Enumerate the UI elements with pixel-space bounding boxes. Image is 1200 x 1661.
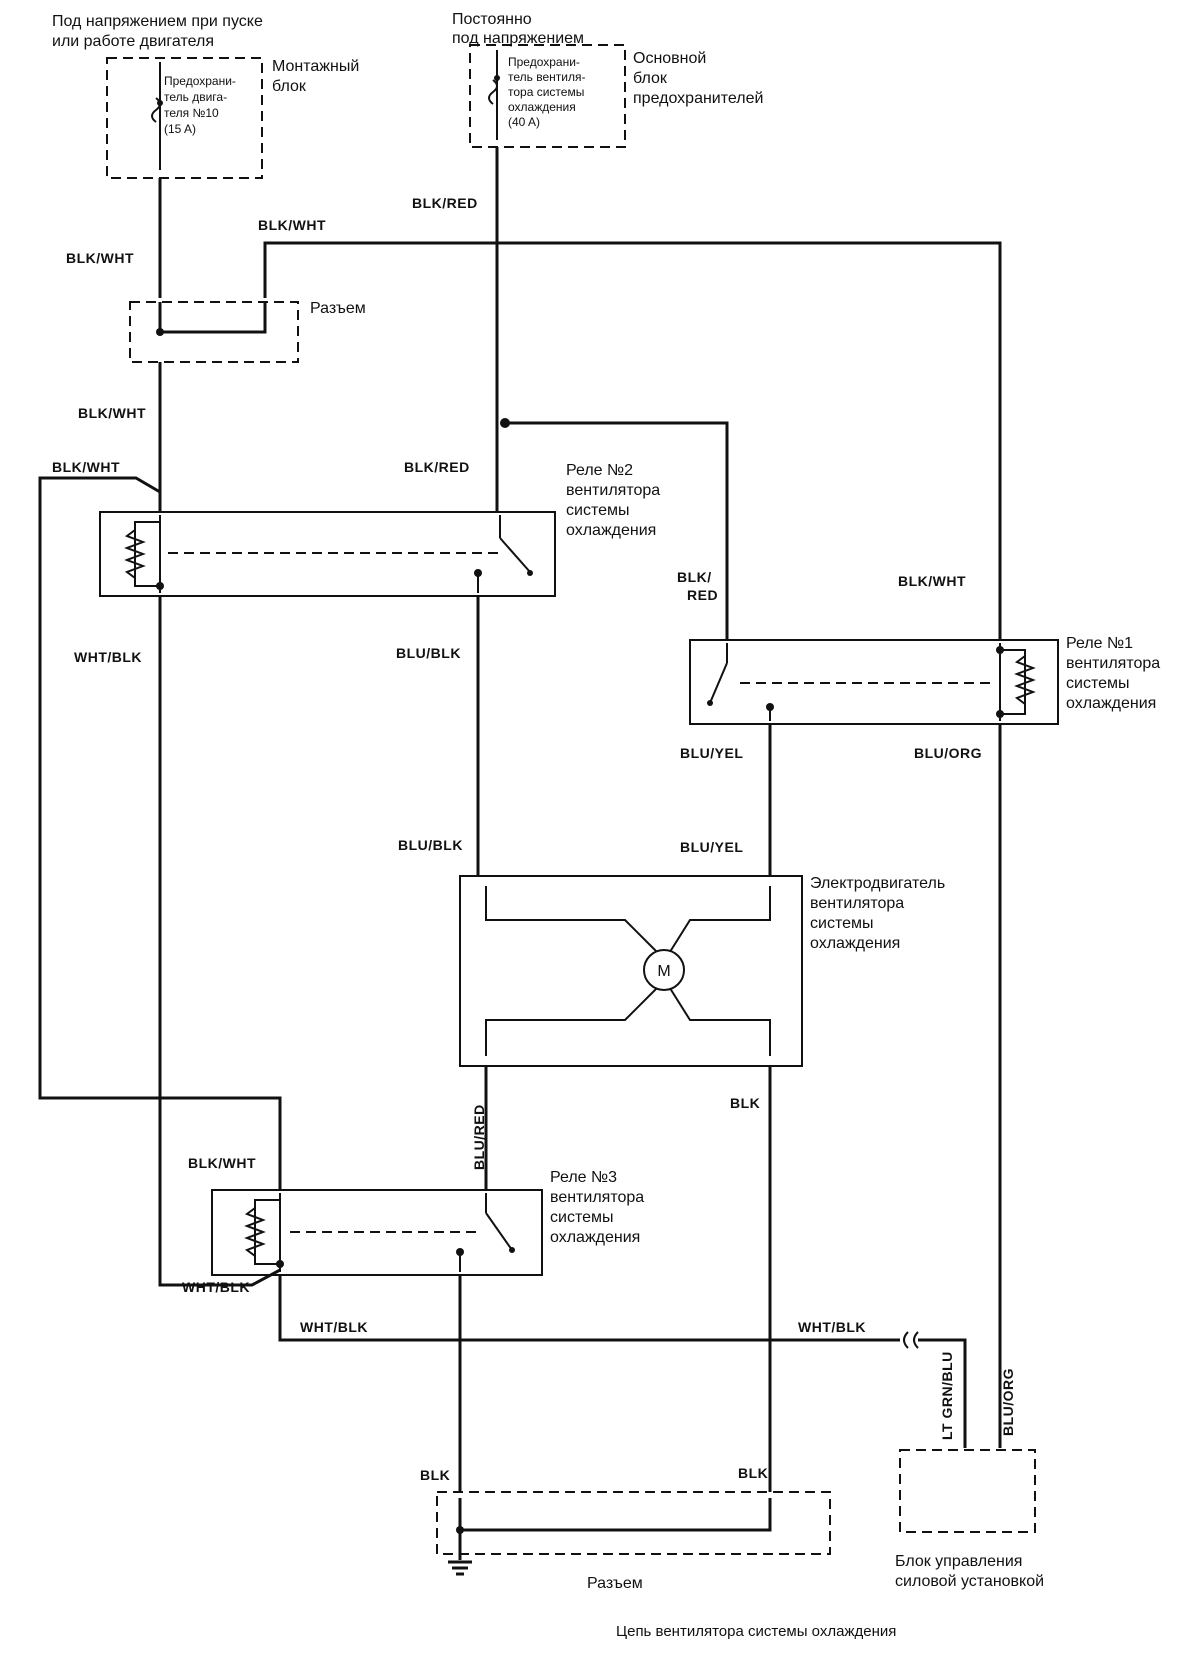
relay2-label-2: вентилятора <box>566 482 660 499</box>
wire-label-blk-3: BLK <box>738 1465 768 1481</box>
wire-label-blu-yel-2: BLU/YEL <box>680 839 743 855</box>
wire-label-wht-blk-3: WHT/BLK <box>300 1319 368 1335</box>
wire-label-wht-blk-4: WHT/BLK <box>798 1319 866 1335</box>
fuse40-text-4: охлаждения <box>508 100 576 114</box>
fuse40-text-5: (40 A) <box>508 115 540 129</box>
wire-label-blk-wht-3: BLK/WHT <box>78 405 146 421</box>
wire-label-blu-blk-2: BLU/BLK <box>398 837 463 853</box>
wire-label-lt-grn-blu: LT GRN/BLU <box>939 1351 955 1440</box>
wire-label-blu-red: BLU/RED <box>471 1104 487 1170</box>
constant-power-label-2: под напряжением <box>452 30 584 47</box>
wire-label-blu-org-1: BLU/ORG <box>914 745 982 761</box>
relay2-label-4: охлаждения <box>566 522 656 539</box>
fuse10-text-2: тель двига- <box>164 90 227 104</box>
wire-label-wht-blk-1: WHT/BLK <box>74 649 142 665</box>
wire-label-blu-blk-1: BLU/BLK <box>396 645 461 661</box>
fuse40-text-3: тора системы <box>508 85 584 99</box>
engine-fuse-block: Предохрани- тель двига- теля №10 (15 A) <box>106 57 263 179</box>
constant-power-label-1: Постоянно <box>452 11 532 28</box>
wire-label-blk-red-2: BLK/RED <box>404 459 470 475</box>
relay2-label-3: системы <box>566 502 629 519</box>
wire-label-blu-yel-1: BLU/YEL <box>680 745 743 761</box>
ignition-power-label-1: Под напряжением при пуске <box>52 13 263 30</box>
motor-symbol: M <box>657 963 670 980</box>
wire-label-blk-2: BLK <box>420 1467 450 1483</box>
pcm-label-2: силовой установкой <box>895 1573 1044 1590</box>
wire-label-blu-org-2: BLU/ORG <box>1000 1368 1016 1436</box>
powertrain-control-module <box>899 1449 1036 1533</box>
connector-bottom-label: Разъем <box>587 1575 643 1592</box>
wire-label-blk-wht-5: BLK/WHT <box>898 573 966 589</box>
connector-top <box>129 301 299 363</box>
relay3-label-2: вентилятора <box>550 1189 644 1206</box>
wire-label-blk-red-3b: RED <box>687 587 718 603</box>
wire-label-blk-wht-6: BLK/WHT <box>188 1155 256 1171</box>
fuse10-text-4: (15 A) <box>164 122 196 136</box>
main-fuse-block: Предохрани- тель вентиля- тора системы о… <box>469 44 626 148</box>
wire-label-blk-1: BLK <box>730 1095 760 1111</box>
fuse40-text-1: Предохрани- <box>508 55 580 69</box>
pcm-label-1: Блок управления <box>895 1553 1022 1570</box>
relay1-label-3: системы <box>1066 675 1129 692</box>
wire-label-blk-red-3a: BLK/ <box>677 569 712 585</box>
relay-2 <box>99 511 556 597</box>
wire-label-wht-blk-2: WHT/BLK <box>182 1279 250 1295</box>
connector-top-label: Разъем <box>310 300 366 317</box>
relay3-label-3: системы <box>550 1209 613 1226</box>
relay2-label-1: Реле №2 <box>566 462 633 479</box>
relay1-label-4: охлаждения <box>1066 695 1156 712</box>
main-fuse-block-label-1: Основной <box>633 50 706 67</box>
fuse10-text-3: теля №10 <box>164 106 219 120</box>
wire-label-blk-wht-2: BLK/WHT <box>258 217 326 233</box>
wire-label-blk-wht-4: BLK/WHT <box>52 459 120 475</box>
relay-3 <box>211 1189 543 1276</box>
wire-label-blk-red-1: BLK/RED <box>412 195 478 211</box>
relay-1 <box>689 639 1059 725</box>
relay3-label-1: Реле №3 <box>550 1169 617 1186</box>
main-fuse-block-label-2: блок <box>633 70 668 87</box>
motor-label-4: охлаждения <box>810 935 900 952</box>
relay1-label-1: Реле №1 <box>1066 635 1133 652</box>
ignition-power-label-2: или работе двигателя <box>52 33 214 50</box>
motor-label-1: Электродвигатель <box>810 875 945 892</box>
diagram-caption: Цепь вентилятора системы охлаждения <box>616 1623 896 1640</box>
motor-label-2: вентилятора <box>810 895 904 912</box>
ground-icon <box>448 1560 472 1576</box>
main-fuse-block-label-3: предохранителей <box>633 90 763 107</box>
fan-motor: M <box>459 875 803 1067</box>
mounting-block-label-2: блок <box>272 78 307 95</box>
mounting-block-label-1: Монтажный <box>272 58 359 75</box>
fuse10-text-1: Предохрани- <box>164 74 236 88</box>
relay1-label-2: вентилятора <box>1066 655 1160 672</box>
motor-label-3: системы <box>810 915 873 932</box>
fuse40-text-2: тель вентиля- <box>508 70 585 84</box>
connector-bottom <box>436 1491 831 1576</box>
wire-label-blk-wht-1: BLK/WHT <box>66 250 134 266</box>
relay3-label-4: охлаждения <box>550 1229 640 1246</box>
